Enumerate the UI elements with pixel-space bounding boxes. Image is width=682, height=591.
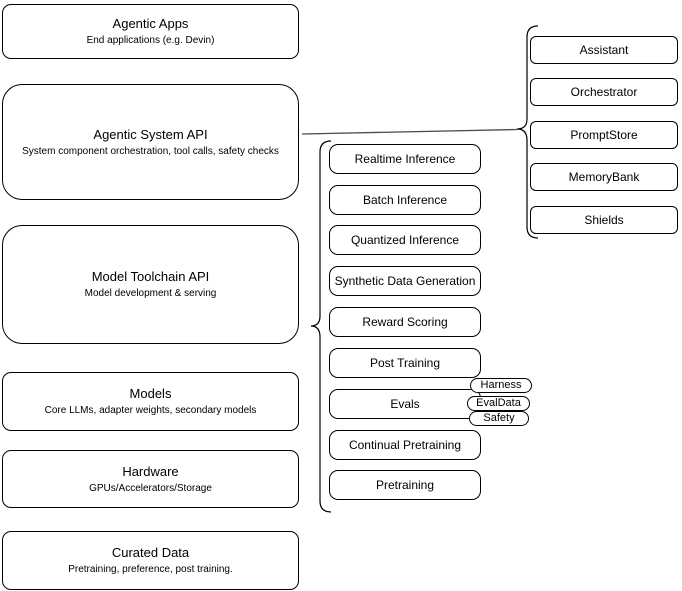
pill-evaldata: EvalData: [467, 396, 530, 411]
node-title: Agentic System API: [93, 126, 208, 142]
pill-harness: Harness: [470, 378, 532, 393]
node-synthetic-data-generation: Synthetic Data Generation: [329, 266, 481, 296]
node-subtitle: System component orchestration, tool cal…: [22, 145, 279, 157]
node-quantized-inference: Quantized Inference: [329, 225, 481, 255]
node-label: Orchestrator: [570, 85, 638, 99]
node-reward-scoring: Reward Scoring: [329, 307, 481, 337]
node-subtitle: Model development & serving: [84, 288, 217, 299]
toolchain-brace: [310, 140, 332, 513]
node-orchestrator: Orchestrator: [530, 78, 678, 106]
node-curated-data: Curated Data Pretraining, preference, po…: [2, 531, 299, 590]
node-label: Continual Pretraining: [348, 438, 462, 452]
node-label: Reward Scoring: [362, 315, 448, 329]
node-label: PromptStore: [570, 128, 638, 142]
node-assistant: Assistant: [530, 36, 678, 64]
node-subtitle: Core LLMs, adapter weights, secondary mo…: [44, 405, 257, 416]
node-title: Models: [129, 386, 172, 401]
system-connector-line: [301, 128, 518, 135]
node-label: Quantized Inference: [350, 233, 460, 247]
node-models: Models Core LLMs, adapter weights, secon…: [2, 372, 299, 431]
node-title: Hardware: [122, 463, 179, 479]
system-brace: [516, 25, 539, 239]
node-title: Agentic Apps: [112, 16, 189, 31]
pill-label: EvalData: [476, 397, 521, 409]
node-agentic-apps: Agentic Apps End applications (e.g. Devi…: [2, 4, 299, 59]
node-hardware: Hardware GPUs/Accelerators/Storage: [2, 450, 299, 508]
node-label: Post Training: [369, 356, 441, 370]
node-label: Shields: [584, 213, 624, 227]
node-post-training: Post Training: [329, 348, 481, 378]
node-memorybank: MemoryBank: [530, 163, 678, 191]
node-pretraining: Pretraining: [329, 470, 481, 500]
node-subtitle: End applications (e.g. Devin): [86, 35, 215, 46]
node-label: Realtime Inference: [354, 152, 456, 166]
node-agentic-system-api: Agentic System API System component orch…: [2, 84, 299, 200]
node-label: Synthetic Data Generation: [334, 274, 476, 288]
node-model-toolchain-api: Model Toolchain API Model development & …: [2, 225, 299, 344]
node-label: MemoryBank: [568, 170, 640, 184]
node-subtitle: Pretraining, preference, post training.: [68, 564, 233, 575]
pill-safety: Safety: [469, 411, 529, 426]
node-evals: Evals: [329, 389, 481, 419]
node-label: Assistant: [579, 43, 629, 57]
node-promptstore: PromptStore: [530, 121, 678, 149]
pill-label: Safety: [483, 412, 515, 424]
node-label: Evals: [390, 397, 420, 411]
node-title: Model Toolchain API: [91, 269, 210, 284]
node-batch-inference: Batch Inference: [329, 185, 481, 215]
node-label: Pretraining: [375, 478, 435, 492]
node-continual-pretraining: Continual Pretraining: [329, 430, 481, 460]
node-shields: Shields: [530, 206, 678, 234]
node-subtitle: GPUs/Accelerators/Storage: [89, 482, 212, 494]
node-title: Curated Data: [111, 545, 190, 560]
pill-label: Harness: [480, 379, 522, 391]
node-realtime-inference: Realtime Inference: [329, 144, 481, 174]
node-label: Batch Inference: [362, 193, 448, 207]
